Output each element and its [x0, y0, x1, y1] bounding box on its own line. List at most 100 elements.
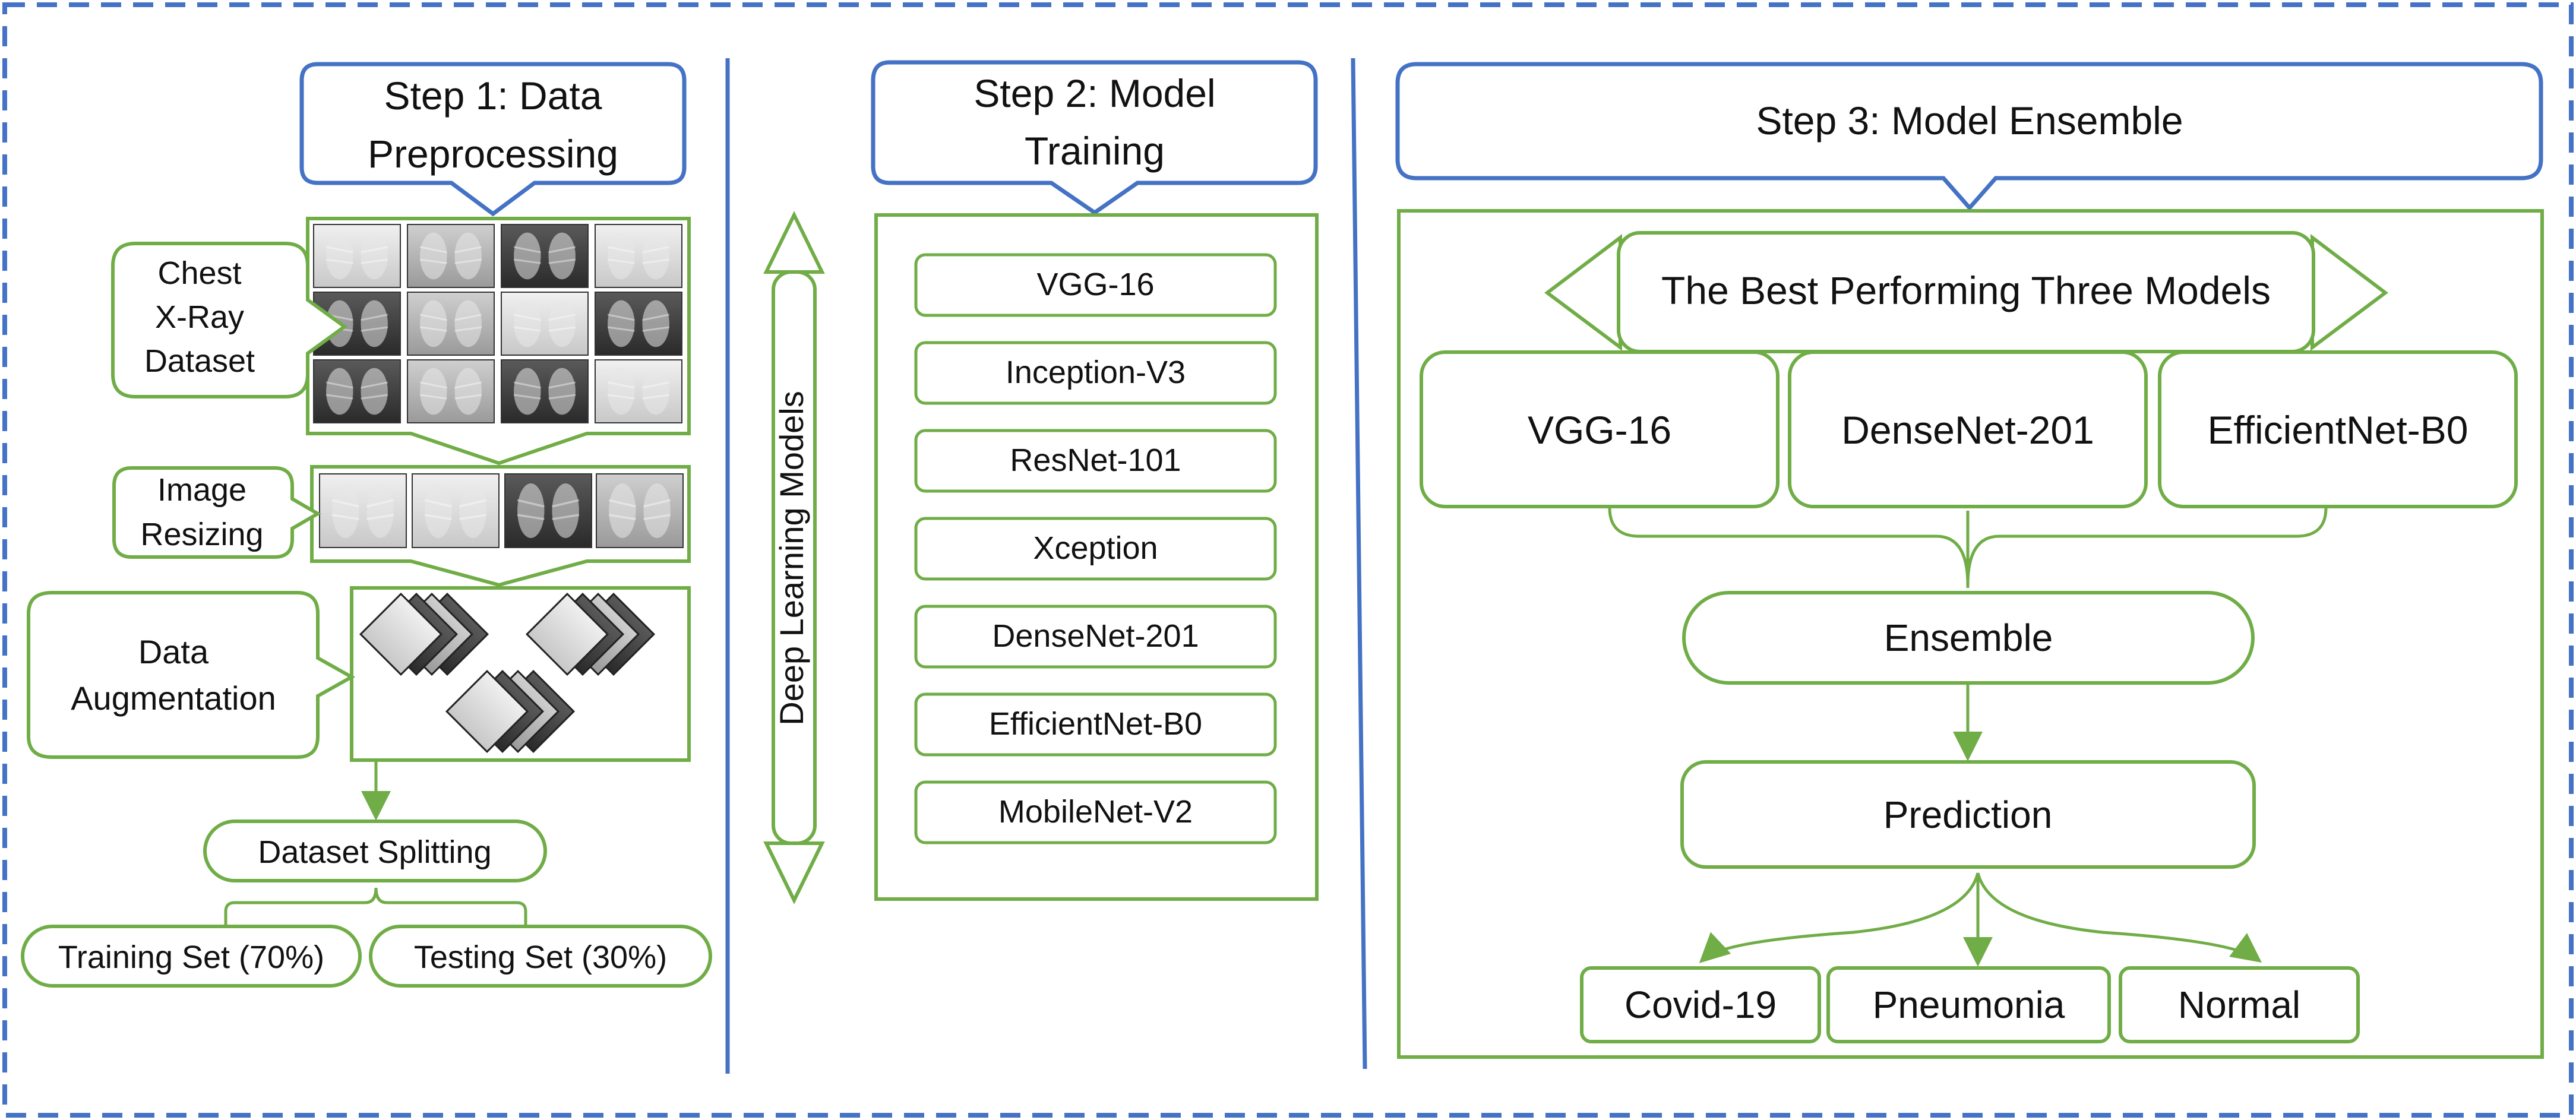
- testing-set-box: Testing Set (30%): [369, 925, 712, 988]
- model-item: Inception-V3: [914, 341, 1277, 405]
- outcome-box: Pneumonia: [1826, 966, 2111, 1043]
- augmented-stack-2: [525, 592, 656, 676]
- best-models-banner: The Best Performing Three Models: [1544, 231, 2388, 353]
- best-model-rect: [2158, 350, 2518, 508]
- model-item: ResNet-101: [914, 429, 1277, 493]
- best-model-box: EfficientNet-B0: [2158, 350, 2518, 508]
- model-list: VGG-16Inception-V3ResNet-101XceptionDens…: [914, 253, 1277, 844]
- deep-learning-models-label: Deep Learning Models: [763, 211, 825, 904]
- chest-label-line2: X-Ray: [155, 299, 244, 335]
- model-item: VGG-16: [914, 253, 1277, 317]
- best-model-label: DenseNet-201: [1841, 408, 2094, 452]
- testing-label: Testing Set (30%): [414, 939, 667, 975]
- model-item-label: VGG-16: [1036, 267, 1154, 302]
- model-item-label: MobileNet-V2: [998, 794, 1193, 830]
- outcome-label: Normal: [2178, 983, 2300, 1026]
- best-model-label: EfficientNet-B0: [2208, 408, 2468, 452]
- best-model-box: VGG-16: [1420, 350, 1780, 508]
- outcome-rect: [1826, 966, 2111, 1043]
- data-augmentation-label: Data Augmentation: [27, 591, 356, 759]
- best-model-label: VGG-16: [1528, 408, 1671, 452]
- step2-title-line2: Training: [1025, 129, 1165, 173]
- step3-title-text: Step 3: Model Ensemble: [1756, 99, 2183, 143]
- model-item-box: [914, 517, 1277, 581]
- resized-thumbnail: [596, 473, 684, 548]
- xray-thumbnail: [407, 292, 495, 356]
- aug-label-line2: Augmentation: [71, 679, 276, 717]
- augmented-stack-1: [359, 592, 489, 676]
- model-item-box: [914, 341, 1277, 405]
- step1-title-line2: Preprocessing: [368, 132, 618, 176]
- xray-thumbnail: [407, 224, 495, 288]
- model-item: DenseNet-201: [914, 605, 1277, 669]
- image-resizing-label: Image Resizing: [112, 466, 321, 559]
- best-model-rect: [1420, 350, 1780, 508]
- resize-label-line1: Image: [157, 472, 246, 508]
- model-item-box: [914, 253, 1277, 317]
- resize-label-line2: Resizing: [140, 517, 263, 552]
- best-models-row: VGG-16 DenseNet-201 EfficientNet-B0: [1420, 350, 2518, 508]
- xray-thumbnail: [501, 224, 589, 288]
- resized-thumbnail: [412, 473, 500, 548]
- best-model-rect: [1788, 350, 2148, 508]
- xray-thumbnail: [313, 359, 401, 423]
- outcome-label: Covid-19: [1624, 983, 1777, 1026]
- outcome-label: Pneumonia: [1873, 983, 2065, 1026]
- dataset-splitting-box: Dataset Splitting: [203, 820, 547, 882]
- split-brace: [224, 887, 527, 926]
- prediction-label: Prediction: [1883, 793, 2053, 836]
- outcome-box: Normal: [2119, 966, 2360, 1043]
- best-models-text: The Best Performing Three Models: [1661, 268, 2271, 312]
- outcome-row: Covid-19 Pneumonia Normal: [1580, 966, 2360, 1043]
- model-item-label: EfficientNet-B0: [989, 706, 1202, 742]
- model-item-box: [914, 780, 1277, 844]
- ensemble-box: Ensemble: [1682, 591, 2255, 685]
- xray-thumbnail: [595, 224, 682, 288]
- ensemble-label: Ensemble: [1884, 616, 2053, 659]
- resized-images-row: [310, 465, 691, 587]
- training-set-box: Training Set (70%): [21, 925, 362, 988]
- step1-title: Step 1: Data Preprocessing: [299, 62, 687, 217]
- xray-dataset-grid: [306, 217, 691, 466]
- splitting-label: Dataset Splitting: [258, 834, 491, 870]
- model-item-box: [914, 605, 1277, 669]
- xray-thumbnail: [501, 292, 589, 356]
- model-item-label: ResNet-101: [1010, 442, 1181, 478]
- model-item-label: DenseNet-201: [992, 618, 1199, 654]
- prediction-box: Prediction: [1680, 760, 2256, 869]
- model-item-box: [914, 429, 1277, 493]
- step2-title: Step 2: Model Training: [871, 60, 1318, 216]
- divider-2: [1351, 58, 1367, 1070]
- chest-label-line1: Chest: [157, 255, 241, 291]
- outcome-box: Covid-19: [1580, 966, 1821, 1043]
- model-item: Xception: [914, 517, 1277, 581]
- xray-thumbnail: [407, 359, 495, 423]
- step1-title-line1: Step 1: Data: [384, 74, 602, 118]
- model-item-label: Xception: [1033, 530, 1158, 566]
- model-item-label: Inception-V3: [1006, 355, 1186, 390]
- outcome-rect: [2119, 966, 2360, 1043]
- deep-learning-models-text: Deep Learning Models: [773, 391, 810, 725]
- model-item: MobileNet-V2: [914, 780, 1277, 844]
- model-item: EfficientNet-B0: [914, 692, 1277, 757]
- aug-label-line1: Data: [138, 633, 209, 670]
- xray-thumbnail: [313, 224, 401, 288]
- best-model-box: DenseNet-201: [1788, 350, 2148, 508]
- resized-thumbnail: [319, 473, 407, 548]
- xray-thumbnail: [595, 292, 682, 356]
- xray-thumbnail: [595, 359, 682, 423]
- resized-thumbnail: [504, 473, 592, 548]
- augmented-stack-3: [445, 669, 576, 754]
- outcome-rect: [1580, 966, 1821, 1043]
- training-label: Training Set (70%): [58, 939, 324, 975]
- step3-title: Step 3: Model Ensemble: [1395, 62, 2543, 211]
- prediction-arrows: [1699, 872, 2262, 967]
- xray-thumbnail: [501, 359, 589, 423]
- chest-xray-dataset-label: Chest X-Ray Dataset: [111, 242, 348, 398]
- augmentation-images: [350, 586, 691, 762]
- model-item-box: [914, 692, 1277, 757]
- chest-label-line3: Dataset: [144, 343, 255, 379]
- step2-title-line1: Step 2: Model: [973, 71, 1215, 115]
